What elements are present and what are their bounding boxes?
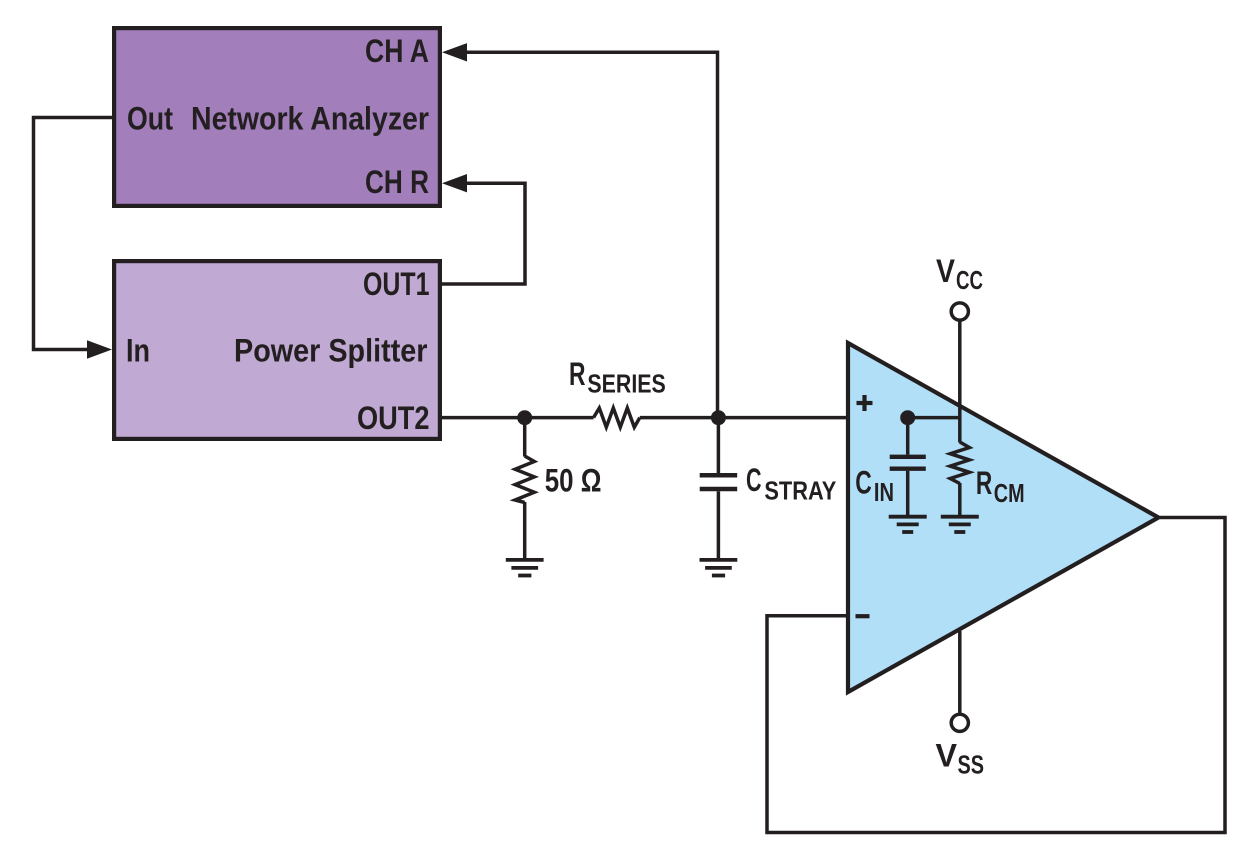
svg-text:CC: CC [956, 265, 983, 295]
svg-text:50 Ω: 50 Ω [545, 462, 602, 498]
svg-text:CM: CM [994, 478, 1025, 508]
svg-text:C: C [746, 462, 762, 498]
svg-text:STRAY: STRAY [764, 476, 836, 506]
svg-text:OUT1: OUT1 [363, 266, 430, 302]
svg-text:R: R [976, 465, 992, 501]
svg-text:V: V [936, 738, 958, 774]
svg-text:Network Analyzer: Network Analyzer [191, 101, 429, 137]
svg-text:Out: Out [127, 101, 173, 137]
svg-text:Power Splitter: Power Splitter [234, 333, 428, 369]
svg-text:OUT2: OUT2 [357, 400, 430, 436]
svg-text:V: V [936, 253, 955, 289]
svg-text:SERIES: SERIES [587, 368, 665, 398]
svg-text:SS: SS [958, 749, 985, 779]
svg-text:In: In [126, 333, 150, 369]
svg-text:R: R [569, 356, 586, 392]
svg-text:IN: IN [874, 477, 894, 507]
svg-text:C: C [855, 465, 872, 501]
svg-text:CH A: CH A [365, 33, 429, 69]
svg-text:CH R: CH R [365, 164, 429, 200]
